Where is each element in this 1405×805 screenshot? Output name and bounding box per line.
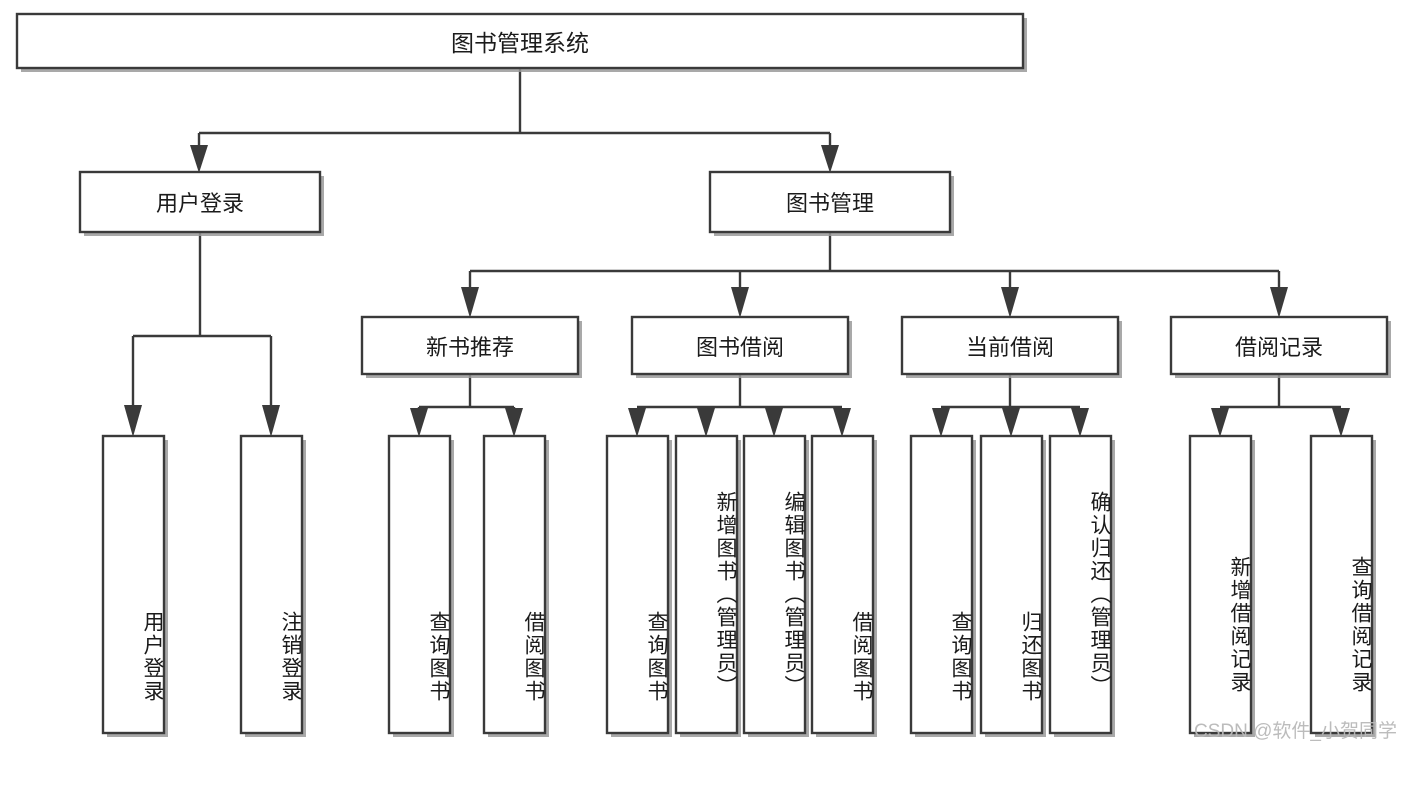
- arrow-to-leaf-add-book: [697, 408, 715, 437]
- arrow-to-leaf-add-record: [1211, 408, 1229, 437]
- arrow-to-new-book-rec: [461, 287, 479, 318]
- arrow-to-leaf-borrow-book-2: [833, 408, 851, 437]
- node-leaf-query-book-2[interactable]: [605, 434, 670, 735]
- node-leaf-add-record[interactable]: [1188, 434, 1253, 735]
- node-layer: [15, 12, 1391, 737]
- arrow-to-current-borrow: [1001, 287, 1019, 318]
- node-new-book-rec[interactable]: [360, 315, 580, 376]
- arrow-to-user-login: [190, 145, 208, 173]
- connector-layer: [124, 68, 1350, 437]
- node-leaf-borrow-book-2[interactable]: [810, 434, 875, 735]
- arrow-to-leaf-query-record: [1332, 408, 1350, 437]
- node-leaf-borrow-book-1[interactable]: [482, 434, 547, 735]
- node-leaf-return-book[interactable]: [979, 434, 1044, 735]
- flowchart-svg: [15, 12, 1391, 737]
- node-leaf-add-book[interactable]: [674, 434, 739, 735]
- arrow-to-leaf-borrow-book-1: [505, 408, 523, 437]
- node-leaf-query-book-3[interactable]: [909, 434, 974, 735]
- node-book-mgmt[interactable]: [708, 170, 952, 234]
- arrow-to-leaf-query-book-2: [628, 408, 646, 437]
- arrow-to-leaf-return-book: [1002, 408, 1020, 437]
- node-borrow-record[interactable]: [1169, 315, 1389, 376]
- arrow-to-leaf-query-book-1: [410, 408, 428, 437]
- arrow-to-leaf-confirm-return: [1071, 408, 1089, 437]
- arrow-to-leaf-edit-book: [765, 408, 783, 437]
- node-root[interactable]: [15, 12, 1025, 70]
- node-leaf-query-book-1[interactable]: [387, 434, 452, 735]
- node-leaf-user-login[interactable]: [101, 434, 166, 735]
- arrow-to-book-borrow: [731, 287, 749, 318]
- flowchart-canvas: 图书管理系统 用户登录 图书管理 新书推荐 图书借阅 当前借阅 借阅记录 用户登…: [15, 12, 1397, 742]
- arrow-to-leaf-query-book-3: [932, 408, 950, 437]
- node-leaf-confirm-return[interactable]: [1048, 434, 1113, 735]
- node-user-login[interactable]: [78, 170, 322, 234]
- node-leaf-user-logout[interactable]: [239, 434, 304, 735]
- node-leaf-edit-book[interactable]: [742, 434, 807, 735]
- arrow-to-leaf-user-logout: [262, 405, 280, 437]
- node-leaf-query-record[interactable]: [1309, 434, 1374, 735]
- arrow-to-book-mgmt: [821, 145, 839, 173]
- arrow-to-leaf-user-login: [124, 405, 142, 437]
- arrow-to-borrow-record: [1270, 287, 1288, 318]
- node-book-borrow[interactable]: [630, 315, 850, 376]
- node-current-borrow[interactable]: [900, 315, 1120, 376]
